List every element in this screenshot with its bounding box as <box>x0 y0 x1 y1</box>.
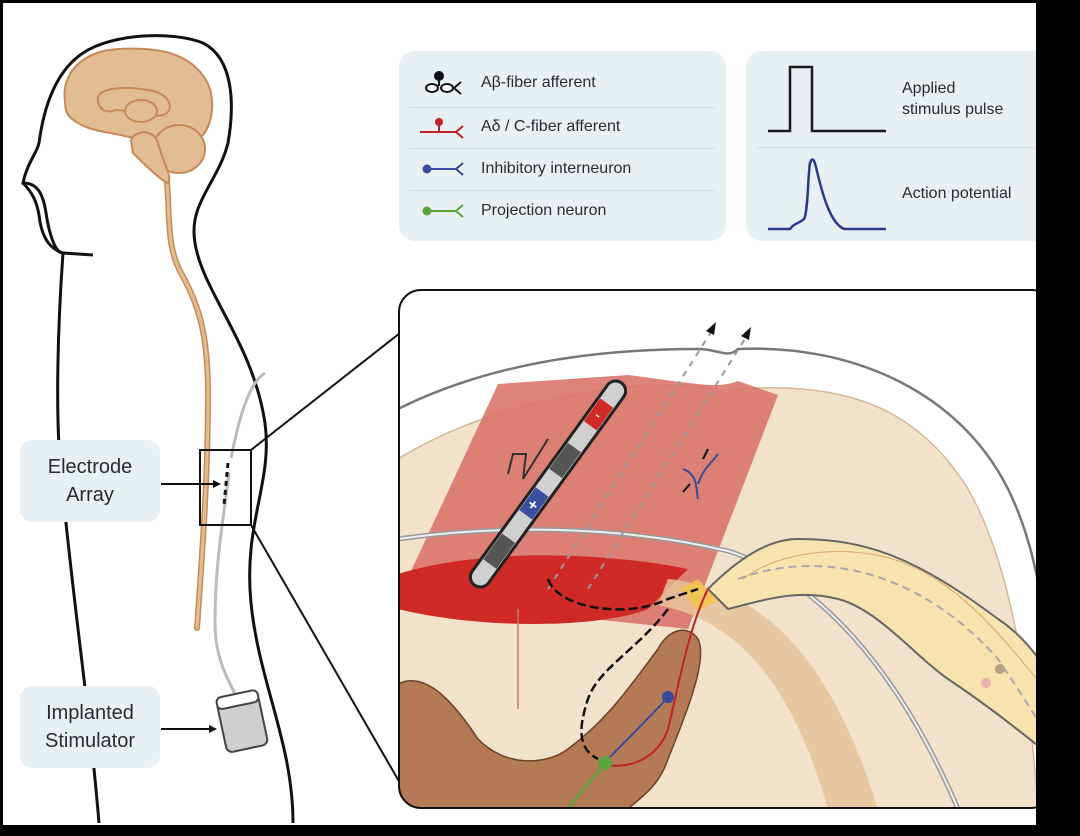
legend-item-ad-c-fiber: Aδ / C-fiber afferent <box>419 107 712 147</box>
ad-c-fiber-path <box>607 588 709 767</box>
legend-divider <box>409 190 716 191</box>
legend-divider <box>409 148 716 149</box>
dura-outline <box>399 347 1036 710</box>
anode-contact <box>519 487 549 520</box>
waveform-label: Applied stimulus pulse <box>902 78 1003 120</box>
inhibitory-interneuron-soma <box>662 691 674 703</box>
label-line: Implanted <box>46 702 134 724</box>
legend-label: Inhibitory interneuron <box>481 160 632 177</box>
waveform-label: Action potential <box>902 183 1011 204</box>
action-potential-icon <box>768 158 886 231</box>
arrow-electrode <box>213 480 221 488</box>
drg-cell-ab <box>995 664 1005 674</box>
label-line: stimulus pulse <box>902 101 1004 118</box>
legend-item-inhibitory: Inhibitory interneuron <box>419 149 712 189</box>
lateral-tract-band <box>658 579 878 808</box>
ascending-arrow-1 <box>706 322 716 335</box>
label-line: Electrode <box>47 456 133 478</box>
entry-zone-highlight <box>680 579 718 611</box>
neuron-legend: Aβ-fiber afferent Aδ / C-fiber afferent … <box>399 51 726 241</box>
zoom-box <box>199 449 252 526</box>
projection-neuron-icon <box>422 204 464 218</box>
ap-arrow-up <box>702 448 709 460</box>
legend-divider <box>756 147 1036 148</box>
legend-item-action-potential: Action potential <box>760 149 1036 237</box>
inactive-contact <box>483 533 516 569</box>
legend-item-stimulus-pulse: Applied stimulus pulse <box>760 55 1036 143</box>
electrode-array-label: Electrode Array <box>20 440 160 522</box>
legend-divider <box>409 107 716 108</box>
zoom-line-top <box>250 332 401 451</box>
root-ab-fiber <box>737 565 1036 750</box>
ascending-arrow-2 <box>741 327 751 340</box>
field-action-potential-glyph <box>682 453 719 500</box>
brain <box>63 47 214 185</box>
ab-fiber-chain <box>546 578 699 761</box>
label-line: Stimulator <box>44 730 136 752</box>
legend-item-ab-fiber: Aβ-fiber afferent <box>419 63 712 103</box>
projection-axon <box>566 762 606 808</box>
waveform-legend: Applied stimulus pulse Action potential <box>746 51 1036 241</box>
legend-label: Aβ-fiber afferent <box>481 74 596 91</box>
arrow-stimulator <box>209 725 217 733</box>
label-line: Action potential <box>902 184 1012 202</box>
legend-item-projection: Projection neuron <box>419 191 712 231</box>
implanted-stimulator-label: Implanted Stimulator <box>20 686 160 768</box>
field-pulse-glyph <box>507 438 549 480</box>
ad-c-fiber-icon <box>420 118 464 139</box>
face-detail <box>21 181 94 257</box>
lead-wire <box>213 371 266 704</box>
electrode-array-mini <box>222 462 230 506</box>
ascending-ab-fiber-2 <box>587 333 749 590</box>
cathode-contact <box>583 398 614 431</box>
spinal-cord-inset: - + <box>398 289 1036 809</box>
body-outline <box>21 34 295 824</box>
body-illustration <box>21 34 401 824</box>
inhibitory-interneuron-icon <box>422 162 464 176</box>
stimulus-pulse-icon <box>768 65 886 133</box>
inset-border <box>398 289 1036 809</box>
label-line: Array <box>66 484 114 506</box>
figure-canvas: Electrode Array Implanted Stimulator Aβ-… <box>3 3 1036 825</box>
ab-fiber-icon <box>425 71 462 95</box>
ascending-ab-fiber-1 <box>547 328 714 590</box>
legend-label: Projection neuron <box>481 202 607 219</box>
inhibitory-path <box>609 696 669 758</box>
zoom-line-bottom <box>250 524 401 784</box>
implanted-stimulator-device <box>215 689 269 753</box>
inactive-contact <box>549 442 581 479</box>
dorsal-horn <box>399 629 702 808</box>
legend-label: Aδ / C-fiber afferent <box>481 118 621 135</box>
electrode-lead: - + <box>468 379 628 589</box>
dorsal-root <box>706 537 1036 762</box>
ap-arrow-down <box>682 483 691 493</box>
label-line: Applied <box>902 80 956 97</box>
drg-cell-ad <box>981 678 991 688</box>
